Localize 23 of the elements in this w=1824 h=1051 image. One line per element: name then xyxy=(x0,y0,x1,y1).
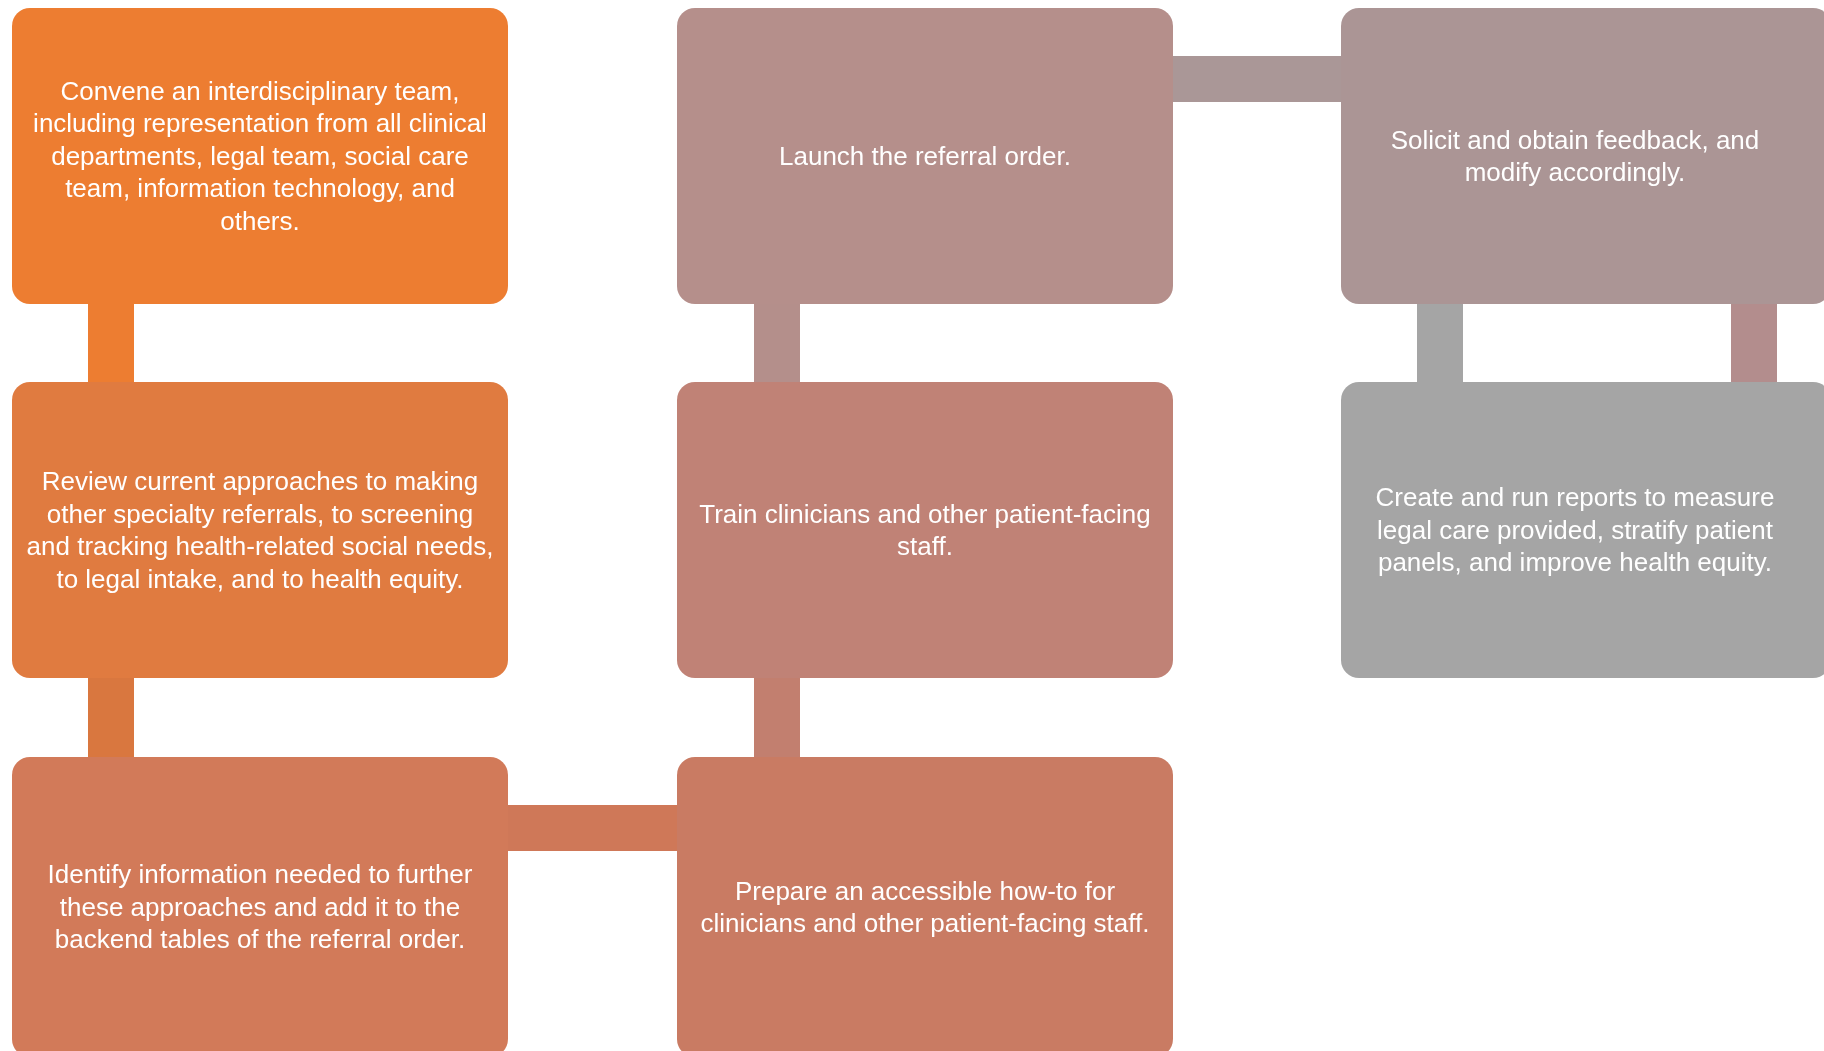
connector-bar xyxy=(508,805,677,851)
step-text: Convene an interdisciplinary team, including representation from all clinical departments, legal team, social care team, information technology, and others. xyxy=(32,74,488,238)
process-box xyxy=(1341,382,1824,678)
connector-bar xyxy=(88,678,134,757)
connector-bar xyxy=(754,678,800,757)
step-text: Launch the referral order. xyxy=(779,139,1071,173)
connector-bar xyxy=(1417,304,1463,382)
step-text: Train clinicians and other patient-facing staff. xyxy=(698,497,1152,563)
step-text: Identify information needed to further these approaches and add it to the backend tables of the referral order. xyxy=(46,858,474,956)
process-box xyxy=(12,8,508,304)
step-text: Review current approaches to making other specialty referrals, to screening and tracking health-related social needs, to legal intake, and to health equity. xyxy=(26,465,494,595)
process-box xyxy=(677,8,1173,304)
step-text: Create and run reports to measure legal care provided, stratify patient panels, and improve health equity. xyxy=(1374,481,1776,579)
step-text: Solicit and obtain feedback, and modify accordingly. xyxy=(1389,123,1761,189)
process-box xyxy=(1341,8,1824,304)
process-box xyxy=(677,757,1173,1051)
process-box xyxy=(677,382,1173,678)
process-box xyxy=(12,382,508,678)
connector-bar xyxy=(88,304,134,382)
connector-bar xyxy=(754,304,800,382)
process-box xyxy=(12,757,508,1051)
connector-bar xyxy=(1173,56,1341,102)
step-text: Prepare an accessible how-to for clinicians and other patient-facing staff. xyxy=(699,874,1151,940)
